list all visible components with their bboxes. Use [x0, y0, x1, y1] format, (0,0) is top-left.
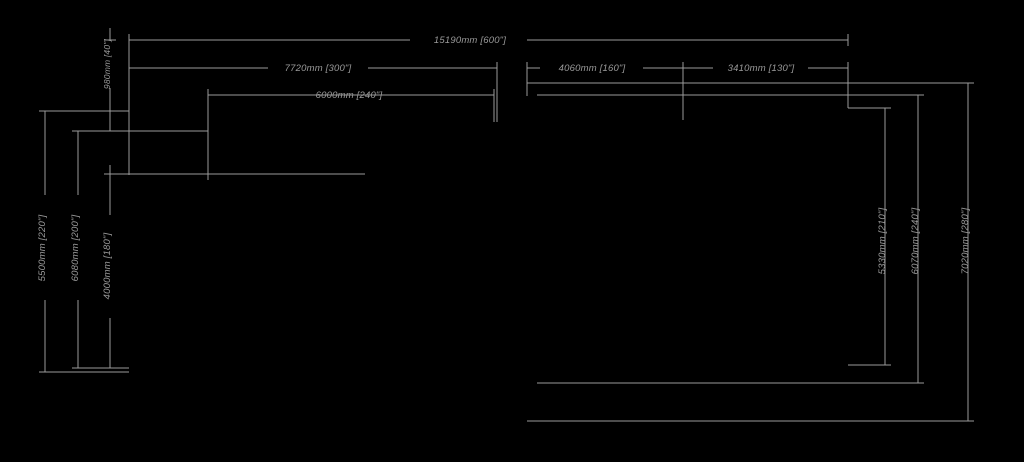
- dimension-label-mid-span: 4060mm [160"]: [559, 63, 626, 74]
- dimension-label-right-span: 3410mm [130"]: [728, 63, 795, 74]
- dimension-label-left-span: 7720mm [300"]: [285, 63, 352, 74]
- dimension-line-right-middle-height: [912, 94, 924, 384]
- dimension-label-inner-left-span: 6000mm [240"]: [316, 90, 383, 101]
- dimension-line-right-overall-height: [962, 82, 974, 422]
- dimension-label-right-overall-height: 7020mm [280"]: [960, 207, 971, 274]
- dimension-label-right-inner-height: 5330mm [210"]: [877, 207, 888, 274]
- dimension-label-left-second-height: 6080mm [200"]: [70, 214, 81, 281]
- dimension-line-right-inner-height: [879, 107, 891, 366]
- dimension-label-left-small-height: 980mm [40"]: [102, 39, 112, 90]
- dimension-line-left-overall-height: [39, 110, 129, 373]
- dimension-label-right-middle-height: 6070mm [240"]: [910, 207, 921, 274]
- dimension-line-left-small-height: [104, 28, 116, 132]
- dimension-line-left-third-height: [104, 173, 116, 369]
- dimension-label-left-third-height: 4000mm [180"]: [102, 232, 113, 299]
- dimension-line-left-second-height: [72, 130, 129, 369]
- dimension-label-overall-width: 15190mm [600"]: [434, 35, 506, 46]
- dimension-label-left-overall-height: 5500mm [220"]: [37, 214, 48, 281]
- right-shape-outline: [527, 62, 969, 422]
- left-shape-outline: [109, 94, 494, 183]
